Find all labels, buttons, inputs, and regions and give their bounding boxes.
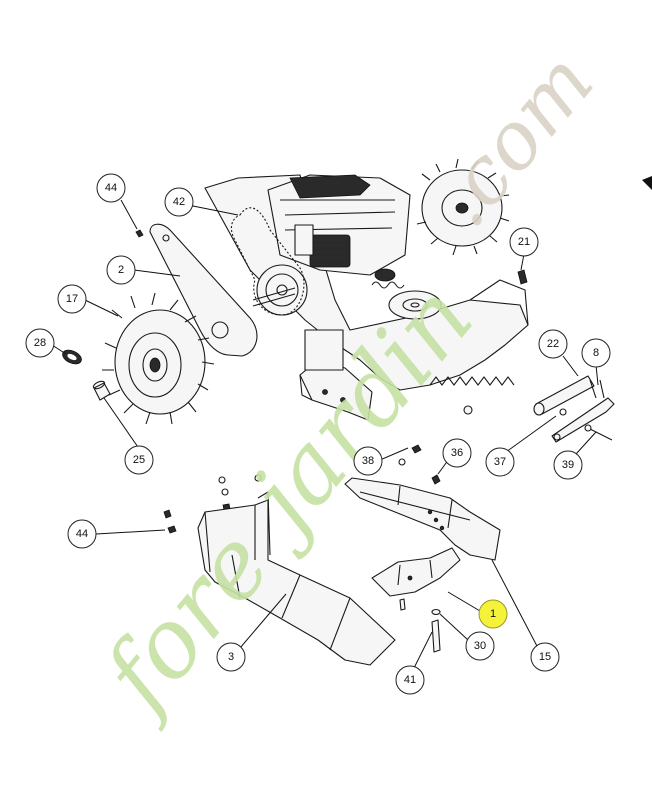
- callout-25: 25: [124, 445, 154, 475]
- belt-cover-part: [149, 223, 258, 357]
- callout-label: 36: [451, 447, 463, 459]
- callout-2: 2: [106, 255, 136, 285]
- callout-label: 17: [66, 293, 78, 305]
- callout-label: 38: [362, 455, 374, 467]
- callout-label: 2: [118, 264, 124, 276]
- callout-label: 42: [173, 196, 185, 208]
- callout-label: 44: [105, 182, 117, 194]
- callout-42: 42: [164, 187, 194, 217]
- callout-8: 8: [581, 338, 611, 368]
- callout-label: 44: [76, 528, 88, 540]
- callout-1-highlighted: 1: [478, 599, 508, 629]
- callouts: 44 42 2 17 28 25 21 22 8 37 39 38 36 44 …: [25, 173, 611, 695]
- rear-shield-part: [344, 477, 501, 561]
- callout-15: 15: [530, 642, 560, 672]
- leader-lines: [51, 199, 599, 673]
- callout-label: 39: [562, 459, 574, 471]
- tiller-body-assembly: [204, 158, 529, 421]
- clip-part: [62, 349, 82, 365]
- callout-30: 30: [465, 631, 495, 661]
- callout-label: 25: [133, 454, 145, 466]
- callout-38: 38: [353, 446, 383, 476]
- callout-22: 22: [538, 329, 568, 359]
- tine-cover-part: [197, 491, 396, 666]
- callout-label: 15: [539, 651, 551, 663]
- callout-41: 41: [395, 665, 425, 695]
- washer-bolt-parts: [399, 598, 441, 653]
- callout-label: 30: [474, 640, 486, 652]
- callout-label: 21: [518, 236, 530, 248]
- callout-28: 28: [25, 328, 55, 358]
- callout-label: 28: [34, 337, 46, 349]
- callout-39: 39: [553, 450, 583, 480]
- callout-37: 37: [485, 447, 515, 477]
- callout-21: 21: [509, 227, 539, 257]
- callout-label: 22: [547, 338, 559, 350]
- callout-44b: 44: [67, 519, 97, 549]
- front-wheel-part: [102, 292, 215, 425]
- small-fasteners: [135, 229, 528, 534]
- hitch-pin-part: [533, 375, 615, 443]
- callout-label: 8: [593, 347, 599, 359]
- callout-label: 37: [494, 456, 506, 468]
- callout-3: 3: [216, 642, 246, 672]
- bushing-part: [92, 380, 111, 401]
- edge-arrow-icon: [642, 176, 652, 190]
- bracket-part: [371, 547, 461, 597]
- callout-17: 17: [57, 284, 87, 314]
- callout-label: 1: [490, 608, 496, 620]
- callout-36: 36: [442, 438, 472, 468]
- rear-wheel: [416, 158, 510, 256]
- callout-label: 41: [404, 674, 416, 686]
- callout-label: 3: [228, 651, 234, 663]
- callout-44a: 44: [96, 173, 126, 203]
